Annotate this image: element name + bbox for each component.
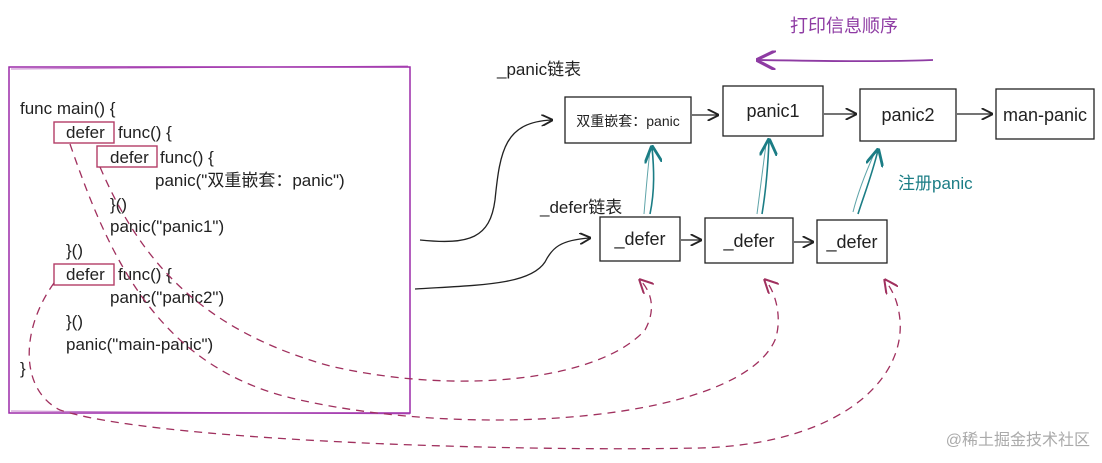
- dashed-curve-defer-2: [99, 166, 651, 382]
- register-arrow-3: [857, 150, 878, 215]
- print-order-label: 打印信息顺序: [790, 16, 898, 36]
- panic-list-label: _panic链表: [496, 60, 581, 79]
- connector-to-panic-list: [419, 120, 552, 243]
- code-defer-keyword-3: defer: [66, 265, 105, 284]
- defer-node-3: [816, 219, 888, 264]
- defer-highlight-3: [53, 263, 115, 286]
- panic-node-nested: [564, 96, 692, 144]
- defer-node-1: [599, 216, 681, 262]
- code-defer-keyword-2: defer: [110, 148, 149, 167]
- panic-node-panic1: [722, 85, 824, 137]
- register-arrow-2: [762, 140, 769, 215]
- defer-highlight-1: [53, 121, 115, 144]
- code-line-10: }(): [66, 312, 83, 331]
- code-line-4: panic("双重嵌套：panic"): [155, 171, 345, 190]
- panic-node-main-label: man-panic: [1003, 105, 1087, 125]
- code-line-2: func() {: [118, 123, 172, 142]
- defer-highlight-2: [96, 145, 158, 168]
- register-arrow-2b: [756, 143, 767, 215]
- defer-node-2-label: _defer: [722, 231, 774, 252]
- panic-node-panic2-label: panic2: [881, 105, 934, 125]
- code-line-8: func() {: [118, 265, 172, 284]
- code-line-11: panic("main-panic"): [66, 335, 213, 354]
- dashed-curve-defer-1: [69, 143, 778, 421]
- defer-node-2: [704, 217, 794, 264]
- register-arrow-1b: [643, 149, 651, 215]
- defer-node-1-label: _defer: [613, 229, 665, 250]
- dashed-curve-defer-3: [28, 280, 901, 450]
- code-frame: [8, 66, 411, 414]
- code-line-12: }: [20, 359, 26, 378]
- panic-node-nested-label: 双重嵌套：panic: [576, 113, 679, 129]
- code-line-9: panic("panic2"): [110, 288, 224, 307]
- defer-list-label: _defer链表: [539, 198, 622, 217]
- code-line-5: }(): [110, 195, 127, 214]
- code-frame-sketch: [10, 65, 411, 415]
- panic-node-main: [995, 88, 1095, 140]
- watermark: @稀土掘金技术社区: [946, 431, 1090, 449]
- panic-node-panic1-label: panic1: [746, 101, 799, 121]
- code-defer-keyword-1: defer: [66, 123, 105, 142]
- print-order-arrow: [758, 60, 934, 61]
- code-line-3: func() {: [160, 148, 214, 167]
- panic-node-panic2: [859, 88, 957, 142]
- defer-node-3-label: _defer: [825, 232, 877, 253]
- connector-to-defer-list: [414, 238, 590, 290]
- register-arrow-1: [650, 147, 654, 215]
- register-panic-label: 注册panic: [898, 174, 973, 193]
- register-arrow-3b: [852, 153, 875, 213]
- code-line-1: func main() {: [20, 99, 116, 118]
- code-line-6: panic("panic1"): [110, 217, 224, 236]
- code-line-7: }(): [66, 241, 83, 260]
